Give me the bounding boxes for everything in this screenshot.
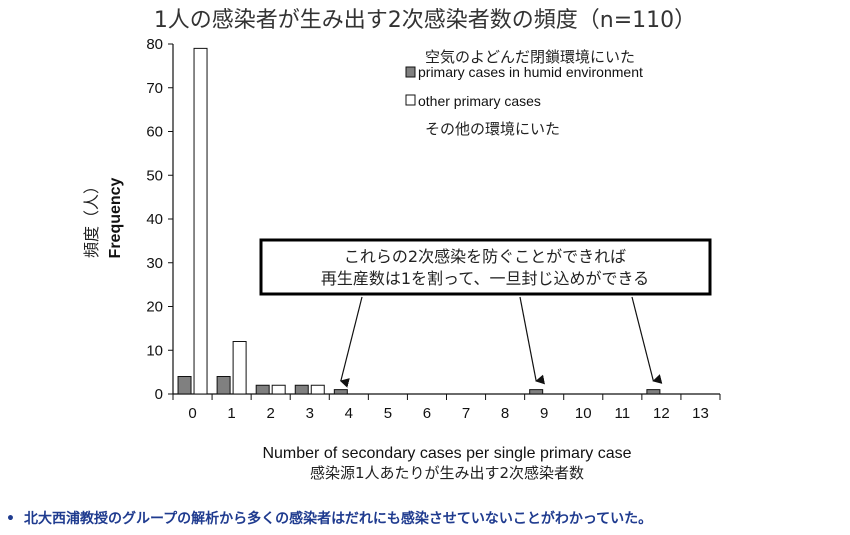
y-tick-label: 80 xyxy=(146,36,163,53)
x-tick-label: 4 xyxy=(345,405,353,422)
annotation-arrow xyxy=(519,296,545,385)
x-axis-label-en: Number of secondary cases per single pri… xyxy=(262,445,631,462)
annotation-arrow xyxy=(631,296,663,384)
bar-other xyxy=(271,384,286,395)
footer-note: • 北大西浦教授のグループの解析から多くの感染者はだれにも感染させていないことがわ… xyxy=(6,508,652,528)
bar-humid xyxy=(529,389,544,395)
y-tick-label: 40 xyxy=(146,211,163,228)
bar-humid xyxy=(216,376,231,395)
x-tick-label: 3 xyxy=(306,405,314,422)
legend-label-humid: primary cases in humid environment xyxy=(418,64,643,80)
legend-label-other: other primary cases xyxy=(418,93,541,109)
x-tick-label: 11 xyxy=(615,405,631,422)
bar-humid xyxy=(646,389,661,395)
x-tick-label: 13 xyxy=(692,405,709,422)
x-tick-label: 5 xyxy=(384,405,392,422)
y-tick-label: 0 xyxy=(155,386,163,403)
x-tick-label: 0 xyxy=(188,405,196,422)
chart-title: 1人の感染者が生み出す2次感染者数の頻度（n=110） xyxy=(153,8,697,33)
footer-text: 北大西浦教授のグループの解析から多くの感染者はだれにも感染させていないことがわか… xyxy=(24,511,653,527)
bar-other xyxy=(232,341,247,395)
chart-bars xyxy=(177,47,661,395)
x-axis-label-jp: 感染源1人あたりが生み出す2次感染者数 xyxy=(310,464,584,482)
bar-other xyxy=(310,384,325,395)
legend-note-humid-jp: 空気のよどんだ閉鎖環境にいた xyxy=(425,48,635,66)
legend: 空気のよどんだ閉鎖環境にいた primary cases in humid en… xyxy=(405,48,643,138)
x-tick-label: 6 xyxy=(423,405,431,422)
bar-humid xyxy=(255,384,270,395)
x-tick-label: 10 xyxy=(575,405,592,422)
x-tick-label: 9 xyxy=(540,405,548,422)
bar-humid xyxy=(177,376,192,395)
y-tick-label: 20 xyxy=(146,299,163,316)
y-tick-label: 30 xyxy=(146,255,163,272)
legend-swatch-humid xyxy=(405,66,416,78)
x-tick-label: 8 xyxy=(501,405,509,422)
bullet-icon: • xyxy=(6,511,15,527)
annotation-box xyxy=(259,238,712,296)
y-tick-label: 60 xyxy=(146,124,163,141)
bar-other xyxy=(193,47,208,395)
y-tick-label: 10 xyxy=(146,342,163,359)
annotation: これらの2次感染を防ぐことができれば 再生産数は1を割って、一旦封じ込めができる xyxy=(259,238,712,388)
bar-humid xyxy=(294,384,309,395)
annotation-arrows xyxy=(339,296,663,388)
y-axis-label-jp: 頻度（人） xyxy=(82,178,101,258)
y-tick-label: 70 xyxy=(146,80,163,97)
x-tick-label: 12 xyxy=(653,405,670,422)
annotation-arrow xyxy=(339,296,363,388)
annotation-line-1: これらの2次感染を防ぐことができれば xyxy=(344,247,626,266)
x-tick-label: 1 xyxy=(227,405,235,422)
bar-humid xyxy=(333,389,348,395)
legend-note-other-jp: その他の環境にいた xyxy=(425,120,560,138)
y-axis-label-en: Frequency xyxy=(107,177,124,258)
x-tick-label: 2 xyxy=(267,405,275,422)
y-tick-label: 50 xyxy=(146,167,163,184)
annotation-line-2: 再生産数は1を割って、一旦封じ込めができる xyxy=(321,269,649,288)
legend-swatch-other xyxy=(405,94,416,106)
x-tick-label: 7 xyxy=(462,405,470,422)
